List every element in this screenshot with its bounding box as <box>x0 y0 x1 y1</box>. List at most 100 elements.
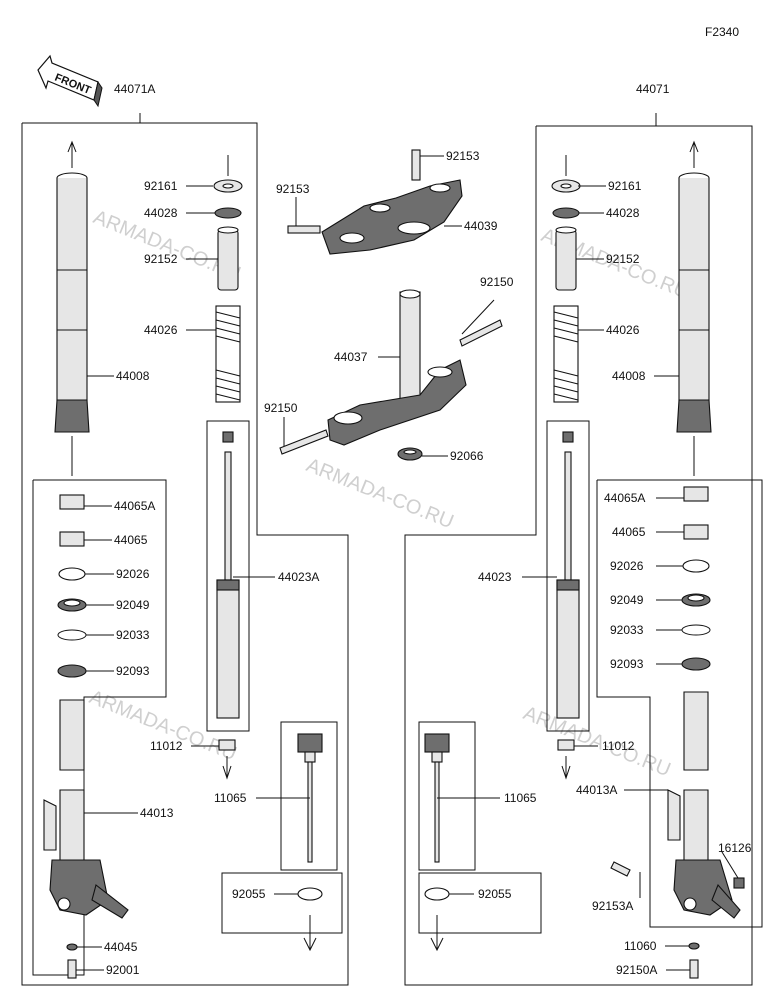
label-steering-stem: 44037 <box>334 350 368 364</box>
right-bush-upper <box>683 486 709 502</box>
label-left-oil-seal: 92049 <box>116 598 150 612</box>
left-collar <box>218 739 236 780</box>
right-caliper-bolt <box>610 861 631 877</box>
right-outer-tube <box>667 691 741 919</box>
steering-bolt-stem-b <box>279 429 329 455</box>
right-oil-seal <box>681 593 711 607</box>
right-inner-frame <box>596 479 763 928</box>
right-stop-ring <box>681 624 711 636</box>
label-right-oil-seal: 92049 <box>610 593 644 607</box>
right-frame <box>404 125 753 986</box>
label-right-cartridge: 44023 <box>478 570 512 584</box>
label-left-spacer: 92152 <box>144 252 178 266</box>
left-damper-frame <box>280 721 338 871</box>
label-left-assembly: 44071A <box>114 82 155 96</box>
steering-stem <box>327 289 467 446</box>
steering-bolt-top-a <box>411 149 421 181</box>
right-cap-seal <box>552 207 580 219</box>
label-right-cap: 92161 <box>608 179 642 193</box>
left-spacer <box>217 226 239 291</box>
left-outer-tube <box>43 699 129 919</box>
right-cap <box>551 155 581 193</box>
right-cartridge <box>556 431 580 719</box>
left-oil-seal <box>57 598 87 612</box>
left-damper-rod <box>297 733 323 863</box>
label-left-dust-seal: 92093 <box>116 664 150 678</box>
left-bolt <box>67 959 77 979</box>
label-left-bush-upper: 44065A <box>114 499 155 513</box>
label-left-stop-ring: 92033 <box>116 628 150 642</box>
right-damper-frame <box>418 721 476 871</box>
right-bush-lower <box>683 524 709 540</box>
right-fork-tube <box>676 140 712 476</box>
label-left-damper-rod: 11065 <box>214 791 247 805</box>
label-left-cap-seal: 44028 <box>144 206 178 220</box>
right-bolt <box>689 959 699 979</box>
label-right-tube: 44008 <box>612 369 646 383</box>
label-right-collar: 11012 <box>602 739 635 753</box>
front-arrow-icon: FRONT <box>37 54 103 108</box>
left-stop-ring <box>57 629 87 641</box>
label-right-bush-upper: 44065A <box>604 491 645 505</box>
label-left-tube: 44008 <box>116 369 150 383</box>
label-steering-bolt-stem-b: 92150 <box>264 401 298 415</box>
left-fork-tube <box>54 140 90 476</box>
right-dust-seal <box>681 657 711 671</box>
left-o-ring <box>297 887 323 952</box>
left-cap-seal <box>214 207 242 219</box>
right-axle-bolt <box>733 877 745 889</box>
label-right-outer-tube: 44013A <box>576 783 617 797</box>
label-left-washer: 92026 <box>116 567 150 581</box>
diagram-code: F2340 <box>705 25 739 39</box>
right-gasket <box>688 942 700 950</box>
label-right-damper-rod: 11065 <box>504 791 537 805</box>
label-left-bush-lower: 44065 <box>114 533 148 547</box>
label-left-spring: 44026 <box>144 323 178 337</box>
left-washer <box>58 567 86 581</box>
left-cartridge <box>216 431 240 719</box>
label-right-axle-bolt: 16126 <box>718 841 752 855</box>
label-right-spacer: 92152 <box>606 252 640 266</box>
label-steering-bolt-top-a: 92153 <box>446 149 480 163</box>
right-spring <box>553 305 579 403</box>
leader-lines <box>76 155 739 971</box>
left-inner-frame <box>32 479 167 976</box>
left-bush-lower <box>59 531 85 547</box>
left-cap <box>213 155 243 193</box>
right-o-ring <box>424 887 450 952</box>
left-bush-upper <box>59 494 85 510</box>
label-left-bolt: 92001 <box>106 963 140 977</box>
label-right-cap-seal: 44028 <box>606 206 640 220</box>
left-cartridge-frame <box>206 420 250 732</box>
label-right-spring: 44026 <box>606 323 640 337</box>
label-right-bolt: 92150A <box>616 963 657 977</box>
right-oring-frame <box>418 872 542 934</box>
right-cartridge-frame <box>546 420 590 732</box>
label-right-bush-lower: 44065 <box>612 525 646 539</box>
label-steering-bolt-top-b: 92153 <box>276 182 310 196</box>
watermark-5: ARMADA-CO.RU <box>520 702 674 781</box>
label-right-gasket: 11060 <box>624 939 657 953</box>
label-upper-bracket: 44039 <box>464 219 498 233</box>
label-right-dust-seal: 92093 <box>610 657 644 671</box>
label-steering-bolt-stem-a: 92150 <box>480 275 514 289</box>
right-collar <box>557 739 575 780</box>
left-oring-frame <box>221 872 343 934</box>
label-left-cartridge: 44023A <box>278 570 319 584</box>
steering-stem-seal <box>397 447 423 461</box>
label-left-cap: 92161 <box>144 179 178 193</box>
label-steering-stem-seal: 92066 <box>450 449 484 463</box>
right-damper-rod <box>424 733 450 863</box>
upper-bracket <box>321 179 463 255</box>
label-right-assembly: 44071 <box>636 82 670 96</box>
left-gasket <box>66 943 78 951</box>
steering-bolt-stem-a <box>459 319 503 347</box>
label-left-gasket: 44045 <box>104 940 138 954</box>
right-spacer <box>555 226 577 291</box>
left-dust-seal <box>57 664 87 678</box>
left-spring <box>215 305 241 403</box>
watermark-3: ARMADA-CO.RU <box>303 454 457 533</box>
label-left-o-ring: 92055 <box>232 887 266 901</box>
label-right-caliper-bolt: 92153A <box>592 899 633 913</box>
